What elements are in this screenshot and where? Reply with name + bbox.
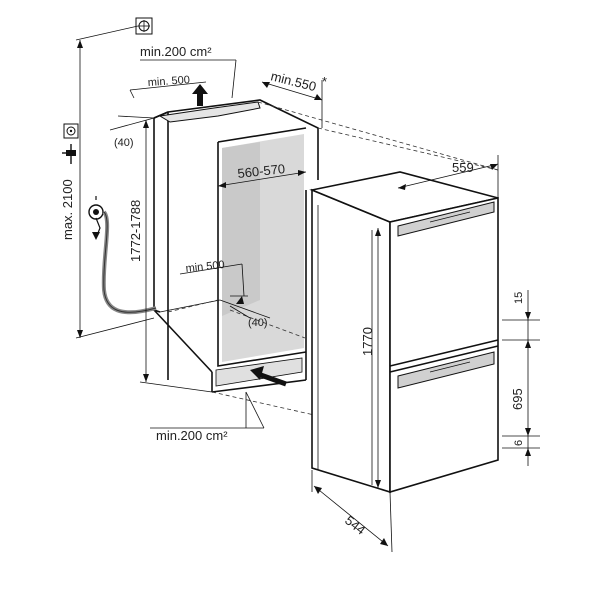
- label-gap-top: 15: [513, 292, 525, 304]
- top-socket-symbol: [135, 17, 153, 35]
- label-depth-top: min.550: [269, 68, 318, 94]
- plug-icon: [62, 144, 76, 164]
- label-width-bottom: min 500: [185, 259, 225, 275]
- label-appliance-width: 559: [452, 160, 474, 175]
- label-offset-bottom: (40): [248, 317, 268, 329]
- socket-icon: [63, 123, 79, 139]
- label-vent-bottom: min.200 cm²: [156, 428, 228, 443]
- niche-cabinet: [153, 99, 319, 393]
- label-appliance-depth: 544: [342, 513, 368, 538]
- label-offset-top: (40): [114, 137, 134, 149]
- label-width-top: min. 500: [147, 74, 190, 89]
- label-lower-door: 695: [510, 388, 525, 410]
- label-niche-height: 1772-1788: [128, 200, 143, 262]
- bottom-airflow-arrow: [250, 366, 287, 387]
- label-gap-bottom: 6: [513, 440, 525, 446]
- label-niche-width: 560-570: [237, 161, 286, 181]
- label-asterisk: *: [322, 74, 327, 89]
- top-vent-icon: [192, 84, 208, 106]
- appliance-fridge: [309, 171, 499, 494]
- label-vent-top: min.200 cm²: [140, 44, 212, 59]
- water-tap-icon: [88, 196, 104, 240]
- label-max-height: max. 2100: [60, 179, 75, 240]
- label-appliance-height: 1770: [360, 327, 375, 356]
